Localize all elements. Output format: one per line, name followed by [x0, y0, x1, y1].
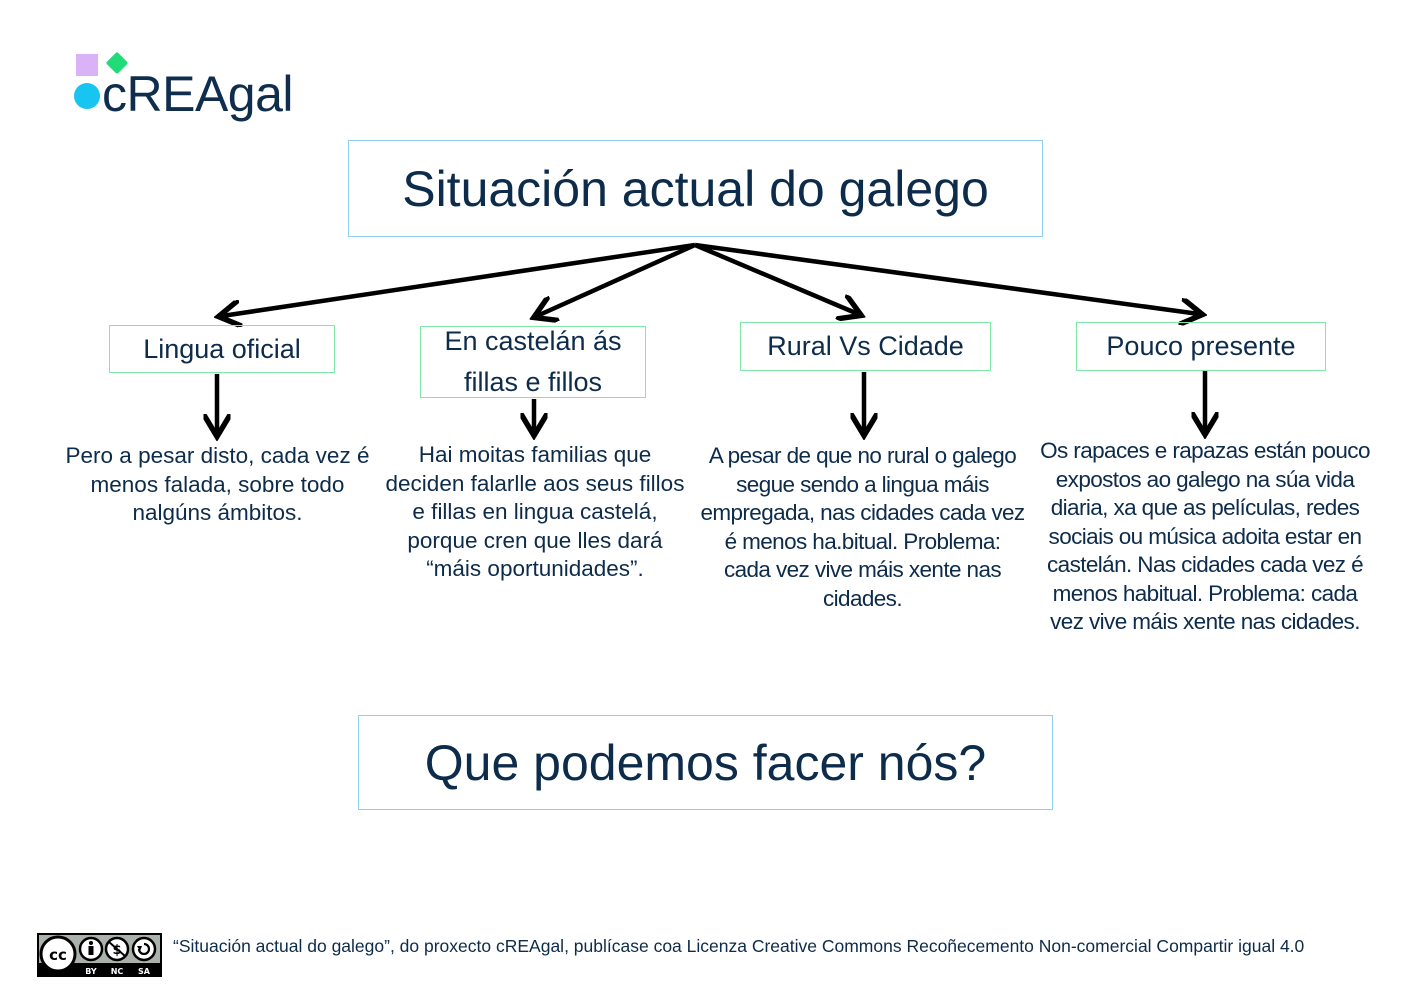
node-description-en-castelan: Hai moitas familias que deciden falarlle… [385, 442, 685, 581]
svg-text:BY: BY [85, 967, 97, 976]
nc-icon: $ [104, 936, 130, 962]
logo-circle-icon [74, 83, 100, 109]
node-rural-vs-cidade: Rural Vs Cidade [740, 322, 991, 371]
svg-text:SA: SA [138, 967, 151, 976]
node-label: Pouco presente [1106, 331, 1296, 361]
node-label: Rural Vs Cidade [767, 331, 964, 361]
svg-text:NC: NC [111, 967, 124, 976]
sa-icon [131, 936, 157, 962]
license-text: “Situación actual do galego”, do proxect… [173, 936, 1305, 956]
question-text: Que podemos facer nós? [424, 734, 987, 791]
node-label: En castelán ás fillas e fillos [444, 326, 622, 397]
svg-text:$: $ [112, 943, 121, 958]
by-icon [78, 936, 104, 962]
node-label: Lingua oficial [143, 333, 301, 364]
cc-license-badge: cc $ BY NC SA [37, 933, 162, 977]
diagram-title-box: Situación actual do galego [348, 140, 1043, 237]
logo-wordmark: cREAgal [102, 66, 294, 122]
node-description-rural-vs-cidade: A pesar de que no rural o galego segue s… [700, 443, 1025, 611]
arrow-to-lingua-oficial [222, 242, 696, 316]
question-box: Que podemos facer nós? [358, 715, 1053, 810]
node-pouco-presente: Pouco presente [1076, 322, 1326, 371]
arrow-to-rural-vs-cidade [694, 242, 858, 314]
node-description-pouco-presente: Os rapaces e rapazas están pouco exposto… [1040, 438, 1370, 634]
arrow-to-pouco-presente [694, 242, 1199, 314]
node-lingua-oficial: Lingua oficial [109, 325, 335, 373]
logo-square-icon [76, 54, 98, 76]
node-en-castelan: En castelán ás fillas e fillos [420, 326, 646, 398]
creagal-logo: cREAgal [72, 50, 312, 125]
diagram-title: Situación actual do galego [402, 160, 989, 217]
svg-text:cc: cc [49, 946, 67, 964]
node-description-lingua-oficial: Pero a pesar disto, cada vez é menos fal… [65, 443, 370, 525]
cc-icon: cc [39, 935, 77, 973]
arrow-to-en-castelan [537, 242, 696, 316]
